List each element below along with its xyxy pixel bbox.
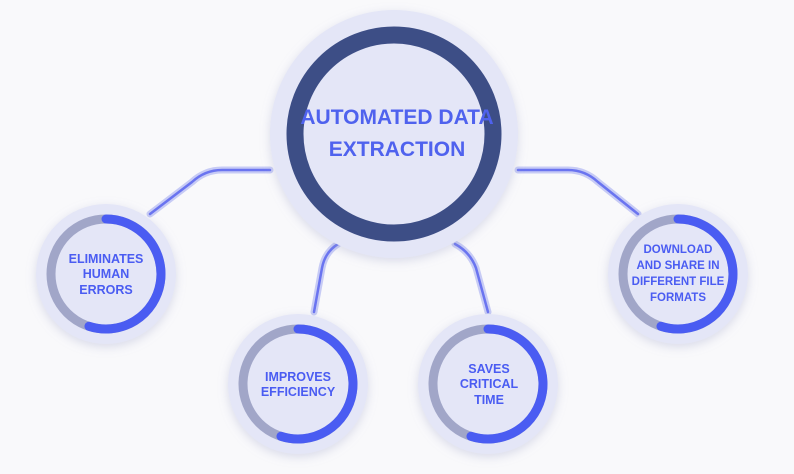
- center-ring: [286, 26, 502, 242]
- satellite-disc-download-and-share: [608, 204, 748, 344]
- center-disc: [270, 10, 518, 258]
- satellite-progress-arc-eliminates-human-errors: [84, 214, 166, 334]
- connectors: [146, 166, 642, 316]
- satellite-disc-eliminates-human-errors: [36, 204, 176, 344]
- satellite-disc-improves-efficiency: [228, 314, 368, 454]
- satellite-progress-arc-download-and-share: [656, 214, 738, 334]
- connector-to-eliminates-human-errors-core: [148, 168, 272, 216]
- center-node: [270, 10, 518, 258]
- satellite-disc-saves-critical-time: [418, 314, 558, 454]
- center-label: AUTOMATED DATA EXTRACTION: [300, 106, 494, 161]
- connector-to-download-and-share-core: [516, 168, 640, 216]
- satellite-progress-arc-improves-efficiency: [276, 324, 358, 444]
- satellite-label-saves-critical-time: SAVES CRITICAL TIME: [459, 362, 519, 407]
- connector-to-saves-critical-time-core: [453, 242, 490, 314]
- satellite-nodes: [36, 204, 748, 454]
- satellite-label-improves-efficiency: IMPROVES EFFICIENCY: [260, 369, 336, 399]
- connector-to-saves-critical-time: [451, 240, 492, 316]
- connector-to-download-and-share: [514, 166, 642, 218]
- satellite-label-eliminates-human-errors: ELIMINATES HUMAN ERRORS: [68, 252, 144, 297]
- satellite-progress-arc-saves-critical-time: [466, 324, 548, 444]
- satellite-label-download-and-share: DOWNLOAD AND SHARE IN DIFFERENT FILE FOR…: [631, 243, 725, 305]
- connector-to-improves-efficiency-core: [312, 242, 340, 314]
- connector-to-eliminates-human-errors: [146, 166, 274, 218]
